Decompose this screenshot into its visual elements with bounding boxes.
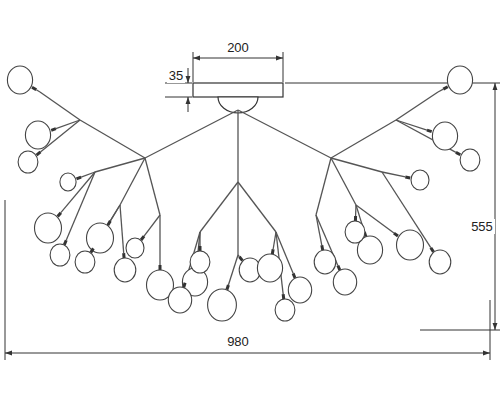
branch <box>316 158 331 215</box>
bulb-socket <box>199 246 202 251</box>
bulb <box>460 149 480 171</box>
branch <box>145 158 160 215</box>
dimension-value: 980 <box>225 334 251 349</box>
branch <box>145 110 238 158</box>
bulb-stem <box>273 232 276 249</box>
bulb-socket <box>76 177 81 179</box>
bulb-stem <box>199 232 200 246</box>
bulb <box>25 121 50 149</box>
bulb-socket <box>338 265 340 270</box>
bulb-socket <box>184 283 185 288</box>
bulb <box>345 221 365 243</box>
branch <box>237 110 238 182</box>
bulb-socket <box>354 216 357 221</box>
branch <box>331 158 356 205</box>
branch <box>331 120 396 158</box>
branch <box>95 158 145 172</box>
bulb-socket <box>405 177 410 178</box>
bulbs <box>7 66 480 321</box>
bulb-stem <box>61 172 95 213</box>
bulb-socket <box>394 233 398 236</box>
branch <box>237 182 238 255</box>
bulb-socket <box>456 152 460 154</box>
bulb-socket <box>64 240 66 245</box>
bulb <box>18 151 38 173</box>
bulb <box>447 66 472 94</box>
bulb-stem <box>316 215 322 245</box>
branch <box>200 182 238 232</box>
branch <box>331 158 382 172</box>
bulb-socket <box>431 248 434 252</box>
bulb <box>75 251 95 273</box>
branch <box>238 182 276 232</box>
bulb-socket <box>271 249 275 254</box>
bulb <box>397 230 424 260</box>
bulb-socket <box>282 294 286 299</box>
dimension-value: 555 <box>469 219 495 234</box>
bulb-socket <box>227 285 229 290</box>
branch <box>80 120 145 158</box>
bulb-socket <box>51 129 56 131</box>
bulb-stem <box>144 215 160 236</box>
bulb-stem <box>120 205 124 253</box>
bulb-stem <box>382 172 405 177</box>
bulb <box>114 258 136 282</box>
bulb <box>333 269 356 295</box>
bulb <box>288 277 311 303</box>
canopy <box>193 83 283 113</box>
bulb <box>257 254 282 282</box>
branch <box>396 92 438 120</box>
branch-lines <box>36 89 456 294</box>
bulb <box>126 238 144 258</box>
bulb-socket <box>58 213 61 217</box>
bulb <box>7 66 32 94</box>
bulb <box>190 251 210 273</box>
branch <box>238 110 331 158</box>
bulb-stem <box>228 255 238 285</box>
branch <box>120 158 145 205</box>
dimension-value: 35 <box>167 68 185 83</box>
bulb <box>50 244 70 266</box>
bulb-socket <box>108 221 111 225</box>
bulb-stem <box>159 215 160 265</box>
bulb <box>168 287 191 313</box>
bulb-stem <box>355 205 357 216</box>
bulb-stem <box>36 90 40 92</box>
bulb <box>429 250 451 274</box>
bulb <box>432 122 457 150</box>
bulb-socket <box>427 130 432 132</box>
bulb-stem <box>238 255 239 257</box>
bulb-socket <box>239 257 242 261</box>
bulb-socket <box>159 265 162 270</box>
bulb-socket <box>91 248 94 252</box>
bulb-stem <box>56 120 80 129</box>
bulb-socket <box>141 236 144 240</box>
dimension-lines <box>5 52 500 360</box>
bulb-socket <box>293 273 295 278</box>
bulb <box>208 289 237 321</box>
bulb <box>314 250 336 274</box>
branch <box>40 92 80 120</box>
dimension-value: 200 <box>225 40 251 55</box>
bulb-socket <box>32 87 36 90</box>
bulb-socket <box>37 152 41 155</box>
bulb-socket <box>320 245 324 250</box>
bulb-socket <box>122 253 125 258</box>
bulb <box>87 223 114 253</box>
bulb <box>411 170 429 190</box>
bulb-stem <box>438 89 443 92</box>
bulb <box>275 299 295 321</box>
bulb <box>60 173 76 191</box>
bulb-socket <box>443 87 447 89</box>
bulb <box>35 213 62 243</box>
